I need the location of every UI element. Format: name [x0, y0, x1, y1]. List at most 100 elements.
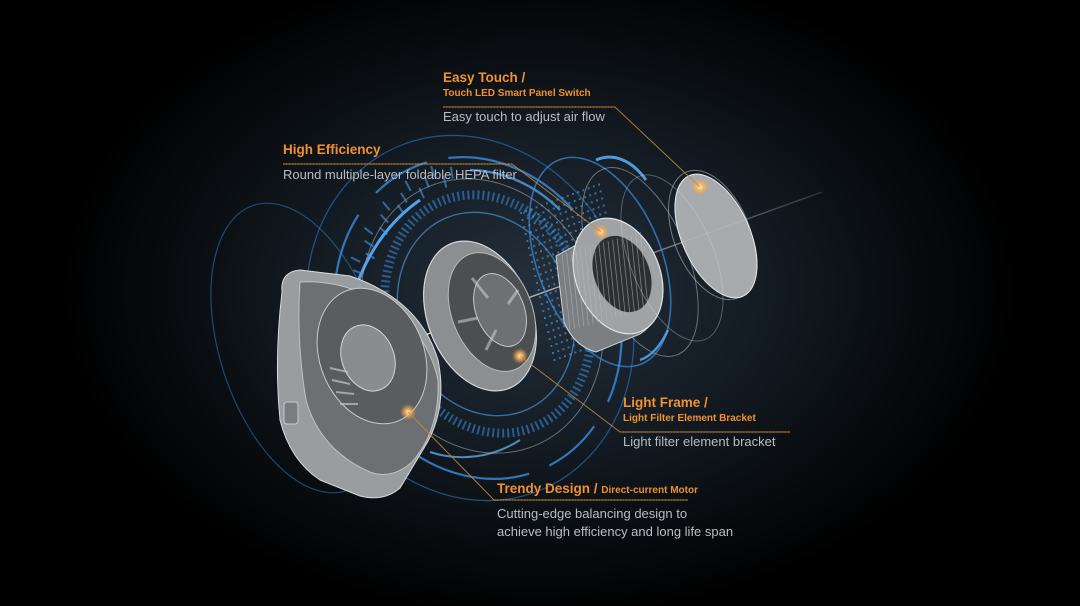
callout-trendy-design-description-line1: Cutting-edge balancing design to: [497, 505, 688, 521]
grid-dot: [578, 198, 581, 201]
filter-pleat: [580, 248, 589, 325]
filter-pleat: [561, 253, 571, 331]
grid-dot: [548, 239, 551, 242]
grid-dot: [556, 297, 559, 300]
grid-dot: [569, 231, 572, 234]
grid-dot: [535, 229, 538, 232]
grid-dot: [571, 215, 574, 218]
grid-dot: [541, 257, 544, 260]
grid-dot: [592, 208, 595, 211]
grid-dot: [544, 218, 546, 221]
hud-tick: [382, 201, 391, 211]
grid-dot: [547, 209, 550, 212]
grid-dot: [530, 231, 532, 234]
grid-dot: [541, 280, 544, 283]
grid-dot: [552, 329, 555, 332]
grid-dot: [574, 351, 577, 354]
hud-tick: [442, 175, 448, 188]
grid-dot: [552, 352, 554, 354]
filter-pleat: [570, 251, 580, 328]
callout-high-efficiency-title: High Efficiency: [283, 142, 381, 157]
grid-dot: [553, 283, 556, 286]
grid-dot: [546, 202, 548, 205]
grid-dot: [537, 289, 540, 291]
grid-dot: [557, 350, 560, 353]
callout-light-frame-subtitle: Light Filter Element Bracket: [623, 412, 756, 424]
grid-dot: [545, 324, 548, 326]
grid-dot: [525, 210, 528, 213]
grid-dot: [556, 320, 558, 323]
grid-dot: [540, 227, 543, 230]
hud-tick: [400, 192, 408, 204]
hud-tick: [396, 204, 405, 215]
grid-dot: [549, 315, 552, 318]
grid-dot: [554, 290, 557, 293]
callout-trendy-design-description: Cutting-edge balancing design to achieve…: [497, 505, 733, 541]
hud-tick: [365, 252, 376, 260]
grid-dot: [547, 232, 550, 235]
grid-dot: [554, 313, 557, 316]
grid-dot: [582, 189, 585, 192]
grid-dot: [584, 196, 586, 199]
leader-light-frame: [519, 355, 790, 433]
filter-pleat: [598, 243, 608, 320]
grid-dot: [562, 325, 565, 328]
grid-dot: [566, 194, 569, 197]
grid-dot: [534, 252, 537, 255]
grid-dot: [557, 327, 560, 330]
grid-dot: [575, 207, 578, 209]
callout-trendy-design: Trendy Design / Direct-current Motor Cut…: [497, 481, 733, 541]
grid-dot: [558, 205, 560, 208]
hud-tick: [418, 187, 425, 199]
grid-dot: [602, 204, 605, 207]
filter-pleat: [603, 242, 612, 319]
callout-light-frame-description: Light filter element bracket: [623, 434, 776, 450]
grid-dot: [561, 219, 564, 222]
grid-dot: [542, 211, 545, 214]
grid-dot: [536, 259, 539, 262]
grid-dot: [554, 214, 557, 217]
grid-dot: [580, 205, 583, 208]
grid-dot: [562, 249, 565, 252]
grid-dot: [597, 206, 600, 209]
grid-dot: [573, 222, 576, 225]
grid-dot: [552, 306, 555, 309]
grid-dot: [583, 219, 586, 222]
grid-dot: [542, 310, 545, 312]
grid-dot: [538, 220, 541, 223]
callout-easy-touch: Easy Touch / Touch LED Smart Panel Switc…: [443, 70, 605, 126]
hud-tick: [364, 239, 374, 248]
grid-dot: [531, 261, 534, 263]
grid-dot: [573, 200, 576, 202]
callout-light-frame-title: Light Frame /: [623, 395, 708, 410]
grid-dot: [533, 222, 536, 225]
grid-dot: [553, 359, 556, 361]
grid-dot: [572, 193, 574, 195]
grid-dot: [556, 221, 558, 224]
grid-dot: [577, 191, 580, 194]
filter-pleat: [630, 234, 640, 311]
grid-dot: [574, 229, 577, 232]
grid-dot: [537, 213, 540, 216]
grid-dot: [559, 235, 562, 238]
grid-dot: [546, 278, 549, 281]
grid-dot: [555, 267, 558, 270]
hud-tick: [363, 226, 374, 235]
grid-dot: [568, 201, 571, 204]
grid-dot: [538, 243, 541, 246]
grid-dot: [572, 344, 575, 347]
hud-tick: [378, 226, 389, 236]
grid-dot: [551, 276, 554, 279]
grid-dot: [542, 234, 544, 237]
grid-dot: [550, 322, 553, 325]
grid-dot: [555, 343, 558, 346]
grid-dot: [599, 213, 602, 216]
grid-dot: [562, 226, 565, 229]
grid-dot: [528, 224, 531, 227]
grid-dot: [563, 203, 566, 206]
grid-dot: [534, 275, 537, 277]
grid-dot: [566, 217, 569, 220]
grid-dot: [540, 303, 543, 305]
grid-dot: [561, 196, 564, 199]
